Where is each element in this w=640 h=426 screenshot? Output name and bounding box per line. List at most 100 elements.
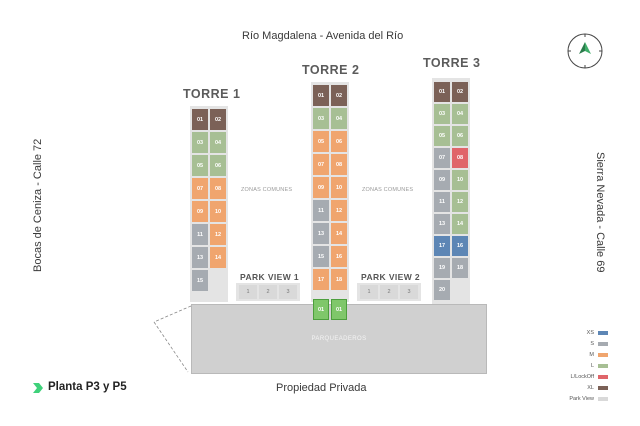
street-left: Bocas de Ceniza - Calle 72 [32, 138, 44, 272]
apartment-unit[interactable]: 01 [192, 109, 208, 130]
street-top: Río Magdalena - Avenida del Río [242, 30, 404, 42]
apartment-unit[interactable]: 05 [313, 131, 329, 152]
park-view-2-unit[interactable]: 1 [360, 285, 378, 299]
street-bottom: Propiedad Privada [276, 382, 367, 394]
apartment-unit[interactable]: 10 [331, 177, 347, 198]
apartment-unit[interactable]: 04 [331, 108, 347, 129]
legend-item: XS [528, 327, 608, 338]
apartment-unit[interactable]: 08 [331, 154, 347, 175]
apartment-unit[interactable]: 18 [331, 269, 347, 290]
apartment-unit[interactable]: 04 [210, 132, 226, 153]
legend-swatch [598, 385, 608, 390]
apartment-unit[interactable]: 01 [434, 82, 450, 102]
apartment-unit[interactable]: 13 [434, 214, 450, 234]
apartment-unit[interactable]: 14 [210, 247, 226, 268]
compass-icon [567, 33, 603, 69]
apartment-unit[interactable]: 02 [452, 82, 468, 102]
tower-2-title: TORRE 2 [302, 63, 360, 77]
apartment-unit[interactable]: 11 [192, 224, 208, 245]
apartment-unit[interactable]: 03 [313, 108, 329, 129]
legend-label: L [590, 362, 594, 369]
apartment-unit[interactable]: 05 [192, 155, 208, 176]
parking-entry-unit[interactable]: 01 [313, 299, 329, 320]
legend-swatch [598, 352, 608, 357]
legend-label: XS [586, 329, 594, 336]
apartment-unit[interactable]: 03 [434, 104, 450, 124]
parking-entry-unit[interactable]: 01 [331, 299, 347, 320]
legend-swatch [598, 341, 608, 346]
park-view-2-label: PARK VIEW 2 [361, 272, 421, 282]
apartment-unit[interactable]: 03 [192, 132, 208, 153]
apartment-unit[interactable]: 09 [434, 170, 450, 190]
park-view-2-unit[interactable]: 2 [380, 285, 398, 299]
legend-item: L [528, 360, 608, 371]
apartment-unit[interactable]: 08 [210, 178, 226, 199]
dashed-guide [153, 305, 192, 373]
apartment-unit[interactable]: 06 [210, 155, 226, 176]
legend-label: S [590, 340, 594, 347]
apartment-unit[interactable]: 08 [452, 148, 468, 168]
park-view-1-unit[interactable]: 3 [279, 285, 297, 299]
legend-item: M [528, 349, 608, 360]
legend-item: Park View [528, 393, 608, 404]
apartment-unit[interactable]: 13 [313, 223, 329, 244]
apartment-unit[interactable]: 12 [452, 192, 468, 212]
apartment-unit[interactable]: 18 [452, 258, 468, 278]
apartment-unit[interactable]: 02 [331, 85, 347, 106]
apartment-unit[interactable]: 17 [313, 269, 329, 290]
apartment-unit[interactable]: 11 [434, 192, 450, 212]
apartment-unit[interactable]: 14 [452, 214, 468, 234]
apartment-unit[interactable]: 19 [434, 258, 450, 278]
park-view-1-label: PARK VIEW 1 [240, 272, 300, 282]
apartment-unit[interactable]: 07 [192, 178, 208, 199]
floor-label: Planta P3 y P5 [48, 381, 127, 393]
apartment-unit[interactable]: 16 [452, 236, 468, 256]
apartment-unit[interactable]: 16 [331, 246, 347, 267]
tower-1-title: TORRE 1 [183, 87, 241, 101]
park-view-1-unit[interactable]: 1 [239, 285, 257, 299]
legend-swatch [598, 374, 608, 379]
apartment-unit[interactable]: 15 [313, 246, 329, 267]
park-view-2-unit[interactable]: 3 [400, 285, 418, 299]
street-right: Sierra Nevada - Calle 69 [594, 152, 606, 273]
common-zone-label-2: ZONAS COMUNES [362, 187, 414, 193]
apartment-unit[interactable]: 13 [192, 247, 208, 268]
apartment-unit[interactable]: 09 [192, 201, 208, 222]
apartment-unit[interactable]: 10 [210, 201, 226, 222]
legend-label: XL [587, 384, 594, 391]
common-zone-label-1: ZONAS COMUNES [241, 187, 293, 193]
apartment-unit[interactable]: 11 [313, 200, 329, 221]
parking-label: PARQUEADEROS [311, 336, 367, 342]
legend-swatch [598, 396, 608, 401]
apartment-unit[interactable]: 07 [434, 148, 450, 168]
apartment-unit[interactable]: 09 [313, 177, 329, 198]
apartment-unit[interactable]: 02 [210, 109, 226, 130]
apartment-unit[interactable]: 05 [434, 126, 450, 146]
apartment-unit[interactable]: 17 [434, 236, 450, 256]
apartment-unit[interactable]: 15 [192, 270, 208, 291]
apartment-unit[interactable]: 07 [313, 154, 329, 175]
legend-swatch [598, 330, 608, 335]
apartment-unit[interactable]: 12 [210, 224, 226, 245]
apartment-unit[interactable]: 10 [452, 170, 468, 190]
park-view-1-unit[interactable]: 2 [259, 285, 277, 299]
legend-label: L/LockOff [570, 373, 594, 380]
arrow-icon [33, 383, 43, 393]
apartment-unit[interactable]: 01 [313, 85, 329, 106]
apartment-unit[interactable]: 14 [331, 223, 347, 244]
legend-item: L/LockOff [528, 371, 608, 382]
apartment-unit[interactable]: 06 [331, 131, 347, 152]
apartment-unit[interactable]: 06 [452, 126, 468, 146]
legend-item: XL [528, 382, 608, 393]
apartment-unit[interactable]: 20 [434, 280, 450, 300]
legend-label: M [589, 351, 594, 358]
legend-label: Park View [569, 395, 594, 402]
apartment-unit[interactable]: 04 [452, 104, 468, 124]
legend-item: S [528, 338, 608, 349]
apartment-unit[interactable]: 12 [331, 200, 347, 221]
legend-swatch [598, 363, 608, 368]
